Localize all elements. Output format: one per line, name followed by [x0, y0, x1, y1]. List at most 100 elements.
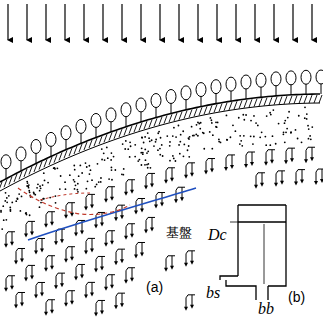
soil-dot: [269, 112, 271, 114]
fracture-lines: [86, 194, 95, 207]
fracture-lines: [276, 171, 285, 184]
soil-dot: [77, 183, 79, 185]
tree: [151, 94, 161, 118]
slip-surface-line: [40, 193, 90, 200]
soil-dot: [196, 124, 198, 126]
tree: [271, 72, 281, 96]
fracture-symbol: [94, 256, 105, 272]
tree-crown: [271, 72, 281, 86]
soil-dot: [311, 126, 313, 128]
root-hatch: [224, 103, 227, 111]
tree-crown: [91, 113, 101, 127]
fracture-lines: [6, 276, 15, 289]
soil-dot: [307, 125, 309, 127]
fracture-arrow: [84, 292, 94, 298]
soil-dot: [266, 115, 268, 117]
soil-dot: [215, 126, 217, 128]
soil-dot: [137, 160, 139, 162]
soil-dot: [144, 136, 146, 138]
soil-dot: [103, 152, 105, 154]
figure-label: (b): [288, 290, 305, 305]
soil-dot: [64, 181, 66, 183]
soil-dot: [255, 122, 257, 124]
soil-dot: [129, 141, 131, 143]
soil-dot: [178, 125, 180, 127]
fracture-arrow: [114, 215, 124, 221]
fracture-arrow: [174, 197, 184, 203]
fracture-lines: [106, 187, 115, 200]
soil-dot: [226, 139, 228, 141]
fracture-symbol: [104, 231, 115, 247]
soil-dot: [39, 185, 41, 187]
soil-dot: [239, 135, 241, 137]
root-hatch: [319, 95, 322, 103]
fracture-lines: [36, 282, 45, 295]
fracture-arrow: [114, 303, 124, 309]
fracture-arrow: [164, 178, 174, 184]
root-hatch: [264, 98, 267, 106]
soil-dot: [90, 169, 92, 171]
root-hatch: [199, 107, 202, 115]
fracture-symbol: [184, 163, 195, 179]
fracture-lines: [56, 273, 65, 286]
fracture-symbol: [174, 187, 185, 203]
soil-dot: [144, 164, 146, 166]
soil-dot: [53, 167, 55, 169]
fracture-lines: [286, 148, 295, 161]
tree: [316, 70, 323, 94]
soil-dot: [226, 139, 228, 141]
root-hatch: [79, 144, 82, 152]
fracture-arrow: [84, 248, 94, 254]
fracture-symbol: [64, 247, 75, 263]
fracture-symbol: [314, 169, 323, 185]
fracture-arrow: [134, 208, 144, 214]
soil-dot: [286, 128, 288, 130]
fracture-lines: [166, 256, 175, 269]
soil-dot: [15, 200, 17, 202]
fracture-symbol: [54, 273, 65, 289]
root-layer-line: [0, 103, 320, 191]
soil-dot: [39, 206, 41, 208]
soil-dot: [159, 148, 161, 150]
soil-dot: [272, 135, 274, 137]
soil-dot: [5, 219, 7, 221]
tree: [46, 132, 56, 156]
fracture-arrow: [84, 204, 94, 210]
fracture-symbol: [164, 168, 175, 184]
soil-dot: [9, 206, 11, 208]
tank-model: [220, 205, 286, 300]
tree-crown: [316, 70, 323, 84]
soil-dot: [155, 141, 157, 143]
root-hatch: [169, 114, 172, 122]
fracture-arrow: [304, 157, 314, 163]
soil-dot: [6, 201, 8, 203]
fracture-symbol: [4, 232, 15, 248]
root-hatch: [59, 152, 62, 160]
fracture-arrow: [314, 179, 323, 185]
soil-dot: [114, 169, 116, 171]
tree: [76, 119, 86, 143]
soil-dot: [69, 174, 71, 176]
root-hatch: [304, 95, 307, 103]
root-hatch: [299, 95, 302, 103]
soil-dot: [301, 141, 303, 143]
fracture-arrow: [124, 234, 134, 240]
figure-label: (a): [146, 280, 163, 295]
fracture-arrow: [274, 181, 284, 187]
soil-dot: [111, 179, 113, 181]
fracture-arrow: [134, 252, 144, 258]
root-hatch: [274, 97, 277, 105]
tree-crown: [106, 108, 116, 122]
soil-dot: [56, 167, 58, 169]
soil-dot: [2, 205, 4, 207]
root-hatch: [119, 129, 122, 137]
root-hatch: [114, 131, 117, 139]
soil-dot: [282, 133, 284, 135]
soil-dot: [146, 152, 148, 154]
root-hatch: [229, 102, 232, 110]
soil-dot: [150, 167, 152, 169]
fracture-symbol: [244, 152, 255, 168]
soil-dot: [54, 167, 56, 169]
soil-dot: [140, 152, 142, 154]
